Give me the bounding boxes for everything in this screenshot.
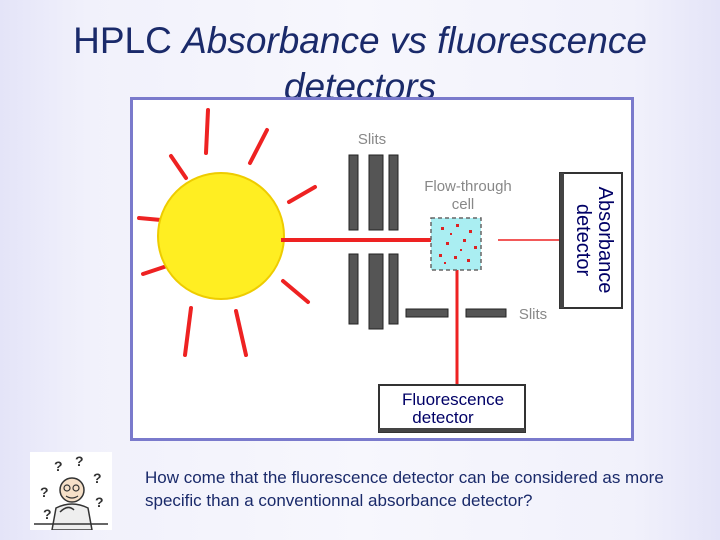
slide-title: HPLC Absorbance vs fluorescence detector… — [0, 18, 720, 110]
slits-top — [348, 154, 399, 330]
fluorescence-detector-line2: detector — [412, 408, 474, 427]
absorbance-detector-label: Absorbance detector — [572, 187, 616, 294]
svg-text:?: ? — [93, 470, 102, 486]
slits-bottom-label: Slits — [519, 306, 547, 323]
sample-particles — [439, 224, 477, 264]
svg-text:?: ? — [75, 453, 84, 469]
thinking-person-icon: ? ? ? ? ? ? — [30, 452, 112, 530]
svg-text:?: ? — [54, 458, 63, 474]
svg-text:detector: detector — [572, 204, 594, 277]
title-italic: Absorbance vs fluorescence detectors — [182, 20, 647, 107]
svg-text:Absorbance: Absorbance — [594, 187, 616, 294]
fluorescence-detector-box — [378, 384, 526, 433]
svg-text:?: ? — [95, 494, 104, 510]
diagram-svg: Absorbance detector Fluorescence detecto… — [137, 108, 623, 433]
fluorescence-detector-line1: Fluorescence — [402, 390, 504, 409]
cell-label-line2: cell — [452, 196, 475, 213]
sun-icon — [157, 172, 285, 300]
absorbance-detector-box — [559, 172, 623, 309]
svg-text:?: ? — [43, 506, 52, 522]
question-text: How come that the fluorescence detector … — [145, 468, 664, 510]
slits-bottom — [405, 308, 507, 318]
title-plain: HPLC — [73, 20, 172, 61]
svg-text:?: ? — [40, 484, 49, 500]
cell-label-line1: Flow-through — [424, 178, 512, 195]
slits-top-label: Slits — [358, 131, 386, 148]
detector-diagram: Absorbance detector Fluorescence detecto… — [130, 97, 634, 441]
